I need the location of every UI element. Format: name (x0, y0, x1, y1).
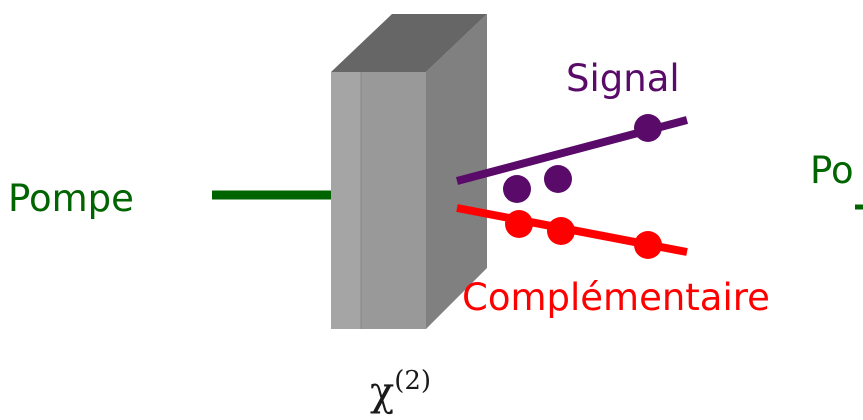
crystal-front-strip (331, 72, 361, 329)
pump-label: Pompe (8, 177, 134, 220)
idler-photon (634, 231, 662, 259)
nonlinear-crystal (331, 14, 487, 329)
crystal-side-face (426, 14, 487, 329)
idler-photon (505, 210, 533, 238)
crystal-top-face (331, 14, 487, 72)
signal-label: Signal (566, 57, 680, 100)
chi2-label: χ(2) (370, 366, 431, 415)
signal-photon (544, 165, 572, 193)
idler-beam-group (456, 204, 688, 259)
signal-photon (503, 175, 531, 203)
signal-beam-group (455, 114, 689, 203)
signal-photon (634, 114, 662, 142)
idler-photon (547, 217, 575, 245)
pump-out-label: Po (810, 149, 854, 192)
idler-label: Complémentaire (462, 276, 770, 319)
chi-symbol: χ (370, 369, 394, 415)
chi-order-superscript: (2) (394, 366, 431, 396)
